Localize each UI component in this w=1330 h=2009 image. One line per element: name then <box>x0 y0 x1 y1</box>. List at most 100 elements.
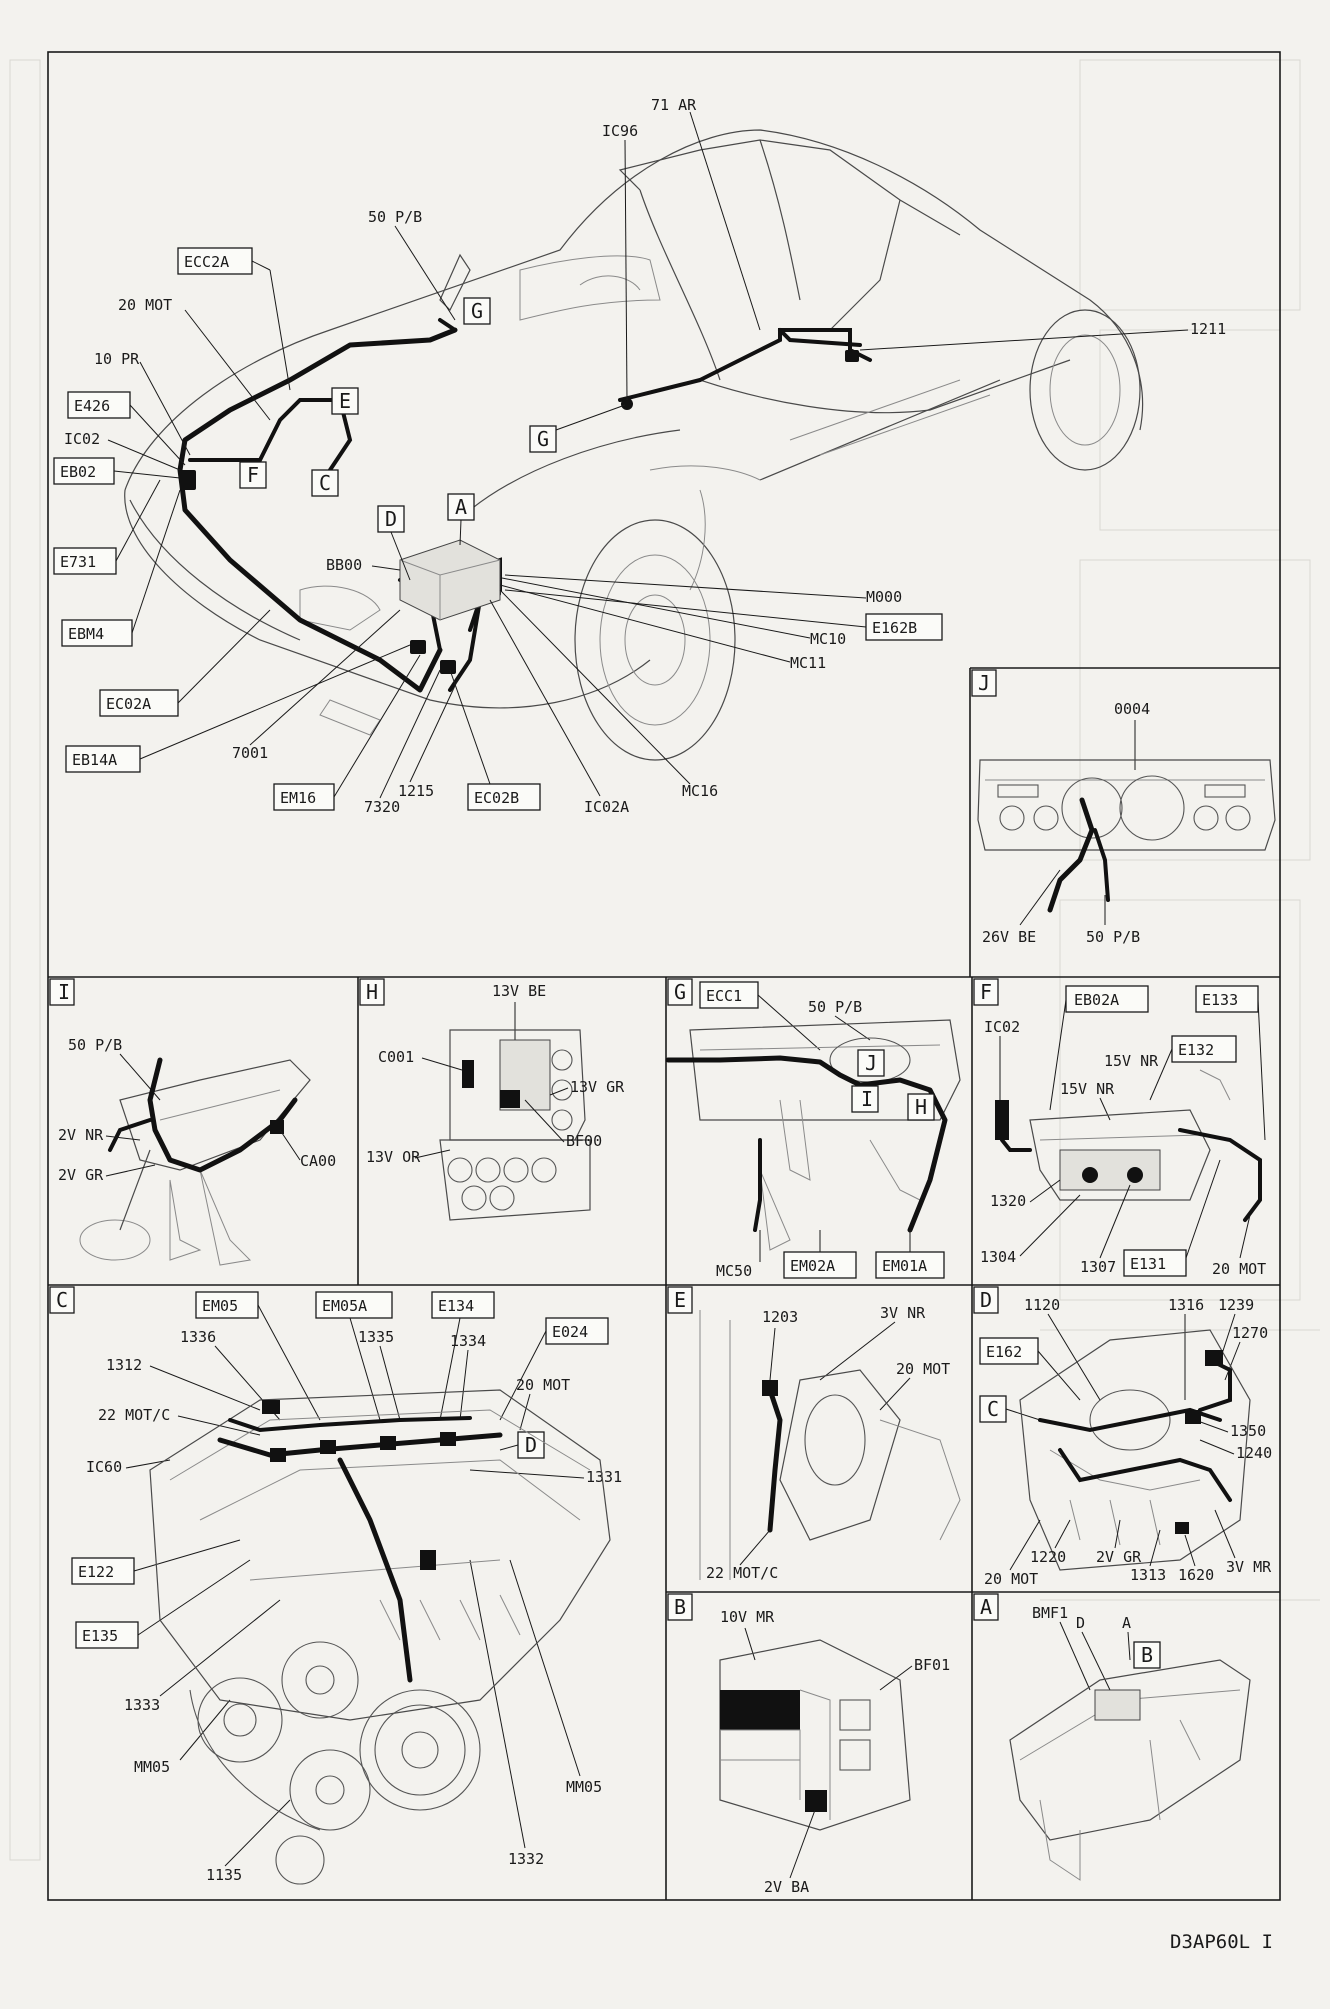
callout-label: 1332 <box>508 1850 544 1868</box>
callout-label: MC50 <box>716 1262 752 1280</box>
callout-label: EM05A <box>322 1297 367 1315</box>
label-50PB: 50 P/B <box>368 208 422 226</box>
main-harness <box>177 318 872 693</box>
panel-F: F EB02A E133 E132 IC02 15V NR 15V NR 132… <box>973 978 1266 1278</box>
callout-label: 50 P/B <box>808 998 862 1016</box>
callout-label: 13V GR <box>570 1078 625 1096</box>
callout-label: 1304 <box>980 1248 1016 1266</box>
callout-label: 0004 <box>1114 700 1150 718</box>
callout-label: ECC2A <box>184 253 229 271</box>
label-BB00: BB00 <box>326 556 362 574</box>
callout-label: E135 <box>82 1627 118 1645</box>
callout-label: 2V BA <box>764 1878 809 1896</box>
callout-E162B: E162B <box>865 613 943 641</box>
callout-label: E426 <box>74 397 110 415</box>
callout-label: A <box>455 495 467 519</box>
panel-G: G ECC1 50 P/B J I H MC50 EM02A EM01A <box>665 978 961 1280</box>
callout-EC02B: EC02B <box>467 783 541 811</box>
callout-label: I <box>861 1087 873 1111</box>
callout-label: E131 <box>1130 1255 1166 1273</box>
callout-label: IC02 <box>984 1018 1020 1036</box>
callout-label: F <box>980 980 992 1004</box>
panel-B: B 10V MR BF01 2V BA <box>667 1593 950 1896</box>
label-7001: 7001 <box>232 744 268 762</box>
callout-EB14A: EB14A <box>65 745 141 773</box>
panel-A: A BMF1 D A B <box>973 1593 1251 1881</box>
callout-label: C001 <box>378 1048 414 1066</box>
callout-label: 15V NR <box>1060 1080 1115 1098</box>
panel-I: I 50 P/B 2V NR 2V GR CA00 <box>49 978 336 1266</box>
zone-G-top: G <box>463 297 491 325</box>
callout-label: 1620 <box>1178 1566 1214 1584</box>
callout-label: B <box>674 1595 686 1619</box>
callout-label: E <box>339 389 351 413</box>
callout-label: EB14A <box>72 751 117 769</box>
callout-label: 20 MOT <box>984 1570 1038 1588</box>
zone-C: C <box>311 469 339 497</box>
callout-label: 1120 <box>1024 1296 1060 1314</box>
label-7320: 7320 <box>364 798 400 816</box>
callout-label: G <box>537 427 549 451</box>
callout-label: 3V MR <box>1226 1558 1272 1576</box>
callout-label: EC02B <box>474 789 519 807</box>
callout-label: J <box>865 1051 877 1075</box>
callout-label: 50 P/B <box>68 1036 122 1054</box>
callout-label: 1220 <box>1030 1548 1066 1566</box>
callout-ECC2A: ECC2A <box>177 247 253 275</box>
callout-label: H <box>366 980 378 1004</box>
callout-label: D <box>980 1288 992 1312</box>
callout-label: EM05 <box>202 1297 238 1315</box>
callout-label: A <box>980 1595 992 1619</box>
callout-label: G <box>674 980 686 1004</box>
car-body-outline <box>124 129 1144 761</box>
callout-label: EM02A <box>790 1257 835 1275</box>
callout-label: E <box>674 1288 686 1312</box>
callout-label: 1316 <box>1168 1296 1204 1314</box>
callout-label: EB02A <box>1074 991 1119 1009</box>
callout-label: BF01 <box>914 1656 950 1674</box>
callout-label: 20 MOT <box>896 1360 950 1378</box>
callout-label: 13V OR <box>366 1148 421 1166</box>
label-IC96: IC96 <box>602 122 638 140</box>
panel-H: H 13V BE C001 13V GR BF00 13V OR <box>359 978 625 1221</box>
callout-label: I <box>58 980 70 1004</box>
callout-label: C <box>987 1397 999 1421</box>
callout-EBM4: EBM4 <box>61 619 133 647</box>
callout-label: H <box>915 1095 927 1119</box>
callout-EM16: EM16 <box>273 783 335 811</box>
callout-label: 1313 <box>1130 1566 1166 1584</box>
callout-label: 20 MOT <box>1212 1260 1266 1278</box>
callout-label: 13V BE <box>492 982 546 1000</box>
callout-label: E731 <box>60 553 96 571</box>
label-1215: 1215 <box>398 782 434 800</box>
callout-label: 2V GR <box>1096 1548 1142 1566</box>
callout-label: A <box>1122 1614 1131 1632</box>
zone-F: F <box>239 461 267 489</box>
callout-label: 3V NR <box>880 1304 926 1322</box>
zone-G-mid: G <box>529 425 557 453</box>
callout-label: 1312 <box>106 1356 142 1374</box>
callout-label: E132 <box>1178 1041 1214 1059</box>
callout-label: B <box>1141 1643 1153 1667</box>
callout-label: 22 MOT/C <box>98 1406 170 1424</box>
callout-label: BF00 <box>566 1132 602 1150</box>
label-71AR: 71 AR <box>651 96 697 114</box>
panel-C: C EM05 EM05A E134 E024 1336 1335 1334 13… <box>49 1286 622 1885</box>
callout-label: F <box>247 463 259 487</box>
callout-label: E162B <box>872 619 917 637</box>
callout-label: E133 <box>1202 991 1238 1009</box>
label-M000: M000 <box>866 588 902 606</box>
callout-label: IC60 <box>86 1458 122 1476</box>
callout-label: EC02A <box>106 695 151 713</box>
callout-label: 20 MOT <box>516 1376 570 1394</box>
callout-label: D <box>385 507 397 531</box>
callout-label: C <box>319 471 331 495</box>
callout-label: 1270 <box>1232 1324 1268 1342</box>
callout-label: 1320 <box>990 1192 1026 1210</box>
main-view-callouts: ECC2A E426 EB02 E731 EBM4 EC02A EB14A EM… <box>53 96 1226 816</box>
callout-label: 1240 <box>1236 1444 1272 1462</box>
callout-label: 1331 <box>586 1468 622 1486</box>
callout-label: BMF1 <box>1032 1604 1068 1622</box>
callout-label: 2V GR <box>58 1166 104 1184</box>
